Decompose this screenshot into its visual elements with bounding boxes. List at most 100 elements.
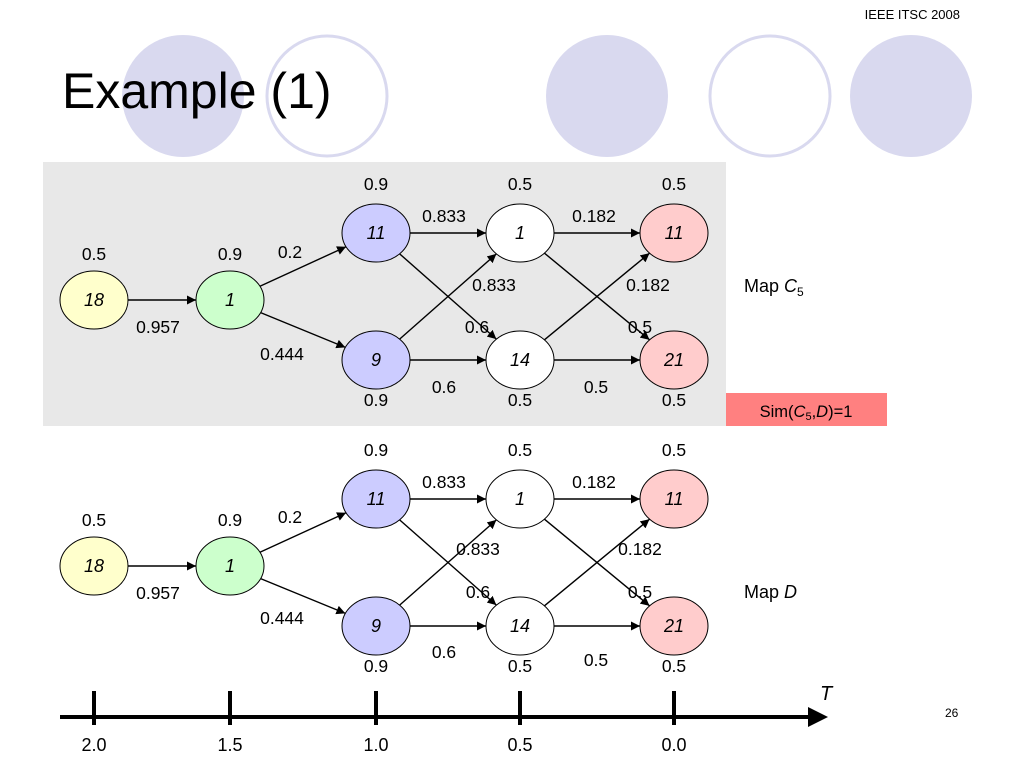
- map-c5-node-b: [195, 270, 265, 330]
- map-d-edge-weight-b-d: 0.444: [260, 608, 304, 628]
- deco-circle-outline-2: [708, 34, 832, 158]
- similarity-badge: [726, 393, 887, 426]
- map-c5-node-g: [639, 203, 709, 263]
- map-c5-edge-weight-c-f: 0.6: [465, 317, 489, 337]
- map-c5-edge-e-h: [543, 252, 651, 341]
- map-d-node-weight-b: 0.9: [218, 510, 242, 530]
- map-d-node-weight-g: 0.5: [662, 440, 686, 460]
- map-c5-edge-weight-e-h: 0.5: [628, 317, 652, 337]
- map-c5-node-label-d: 9: [371, 350, 381, 370]
- map-c5-node-label-g: 11: [665, 223, 684, 243]
- map-d-node-weight-c: 0.9: [364, 440, 388, 460]
- map-d-node-label-c: 11: [367, 489, 386, 509]
- map-c5-edge-weight-d-f: 0.6: [432, 377, 456, 397]
- map-c5-edge-weight-a-b: 0.957: [136, 317, 180, 337]
- map-d-node-label-e: 1: [515, 489, 525, 509]
- map-c5-label-sub: 5: [797, 285, 804, 299]
- map-d-label-prefix: Map: [744, 582, 784, 602]
- map-d-node-label-b: 1: [225, 556, 235, 576]
- map-d: 0.9570.20.4440.8330.8330.60.60.1820.1820…: [59, 440, 709, 676]
- map-d-node-label-a: 18: [84, 556, 104, 576]
- sim-var1: C: [794, 403, 806, 421]
- map-d-node-a: [59, 536, 129, 596]
- map-d-edge-e-h: [543, 518, 651, 607]
- time-axis-tick-label: 1.0: [363, 735, 388, 755]
- map-c5-node-label-h: 21: [663, 350, 684, 370]
- sim-var2: D: [816, 403, 828, 421]
- deco-circle-filled-3: [850, 35, 972, 157]
- map-d-node-g: [639, 469, 709, 529]
- map-c5-node-c: [341, 203, 411, 263]
- map-c5-edge-b-c: [259, 246, 347, 287]
- map-d-edge-weight-e-g: 0.182: [572, 472, 616, 492]
- map-d-node-label-d: 9: [371, 616, 381, 636]
- map-d-edge-weight-c-e: 0.833: [422, 472, 466, 492]
- map-c5-node-weight-c: 0.9: [364, 174, 388, 194]
- map-c5-edge-b-d: [260, 311, 346, 349]
- similarity-text: Sim(C5,D)=1: [760, 403, 853, 423]
- map-c5-edge-weight-c-e: 0.833: [422, 206, 466, 226]
- page-number: 26: [945, 706, 959, 720]
- map-d-node-weight-h: 0.5: [662, 656, 686, 676]
- map-c5-edge-weight-f-h: 0.5: [584, 377, 608, 397]
- map-c5: 0.957 0.2 0.444 0.833 0.833 0.6 0.6 0.182 0.182 0…: [59, 174, 709, 410]
- map-d-node-weight-d: 0.9: [364, 656, 388, 676]
- sim-sep: ,: [812, 403, 817, 421]
- map-c5-edge-weight-d-e: 0.833: [472, 275, 516, 295]
- map-c5-node-h: [639, 330, 709, 390]
- map-c5-edge-weight-b-c: 0.2: [278, 242, 302, 262]
- map-c5-edge-weight-b-d: 0.444: [260, 344, 304, 364]
- map-c5-node-f: [485, 330, 555, 390]
- map-c5-node-label-b: 1: [225, 290, 235, 310]
- time-axis-label: T: [820, 683, 834, 705]
- map-c5-node-weight-a: 0.5: [82, 244, 106, 264]
- map-d-node-f: [485, 596, 555, 656]
- map-c5-node-d: [341, 330, 411, 390]
- map-c5-node-weight-b: 0.9: [218, 244, 242, 264]
- map-d-node-c: [341, 469, 411, 529]
- map-c5-node-a: [59, 270, 129, 330]
- map-d-node-weight-a: 0.5: [82, 510, 106, 530]
- map-c5-node-label-a: 18: [84, 290, 104, 310]
- map-c5-label-var: C: [784, 276, 798, 296]
- map-c5-edge-weight-f-g: 0.182: [626, 275, 670, 295]
- map-d-node-label-h: 21: [663, 616, 684, 636]
- map-d-edge-weight-f-h: 0.5: [584, 650, 608, 670]
- sim-prefix: Sim(: [760, 403, 794, 421]
- map-d-node-d: [341, 596, 411, 656]
- map-d-edge-weight-e-h: 0.5: [628, 582, 652, 602]
- map-c5-node-label-c: 11: [367, 223, 386, 243]
- map-c5-node-label-f: 14: [510, 350, 530, 370]
- map-d-edge-weight-a-b: 0.957: [136, 583, 180, 603]
- map-d-edge-weight-b-c: 0.2: [278, 507, 302, 527]
- slide-title: Example (1): [62, 63, 332, 119]
- map-d-node-e: [485, 469, 555, 529]
- map-d-node-label-f: 14: [510, 616, 530, 636]
- time-axis-tick-label: 0.0: [661, 735, 686, 755]
- deco-circle-outline-1: [265, 34, 389, 158]
- map-d-edge-weight-c-f: 0.6: [466, 582, 490, 602]
- map-d-edge-weight-f-g: 0.182: [618, 539, 662, 559]
- header-text: IEEE ITSC 2008: [864, 7, 960, 22]
- sim-suffix: )=1: [828, 403, 852, 421]
- map-c5-label-prefix: Map: [744, 276, 784, 296]
- map-c5-node-weight-f: 0.5: [508, 390, 532, 410]
- map-d-edge-c-f: [399, 519, 497, 606]
- map-d-label-var: D: [784, 582, 797, 602]
- map-c5-edge-weight-e-g: 0.182: [572, 206, 616, 226]
- sim-sub1: 5: [805, 411, 811, 423]
- map-d-node-h: [639, 596, 709, 656]
- map-c5-node-weight-g: 0.5: [662, 174, 686, 194]
- map-d-edge-weight-d-f: 0.6: [432, 642, 456, 662]
- time-axis-tick-label: 2.0: [81, 735, 106, 755]
- map-c5-node-label-e: 1: [515, 223, 525, 243]
- deco-circle-filled-2: [546, 35, 668, 157]
- map-c5-label: Map C5: [744, 276, 804, 299]
- map-d-node-label-g: 11: [665, 489, 684, 509]
- map-c5-node-e: [485, 203, 555, 263]
- time-axis-tick-label: 1.5: [217, 735, 242, 755]
- map-c5-node-weight-e: 0.5: [508, 174, 532, 194]
